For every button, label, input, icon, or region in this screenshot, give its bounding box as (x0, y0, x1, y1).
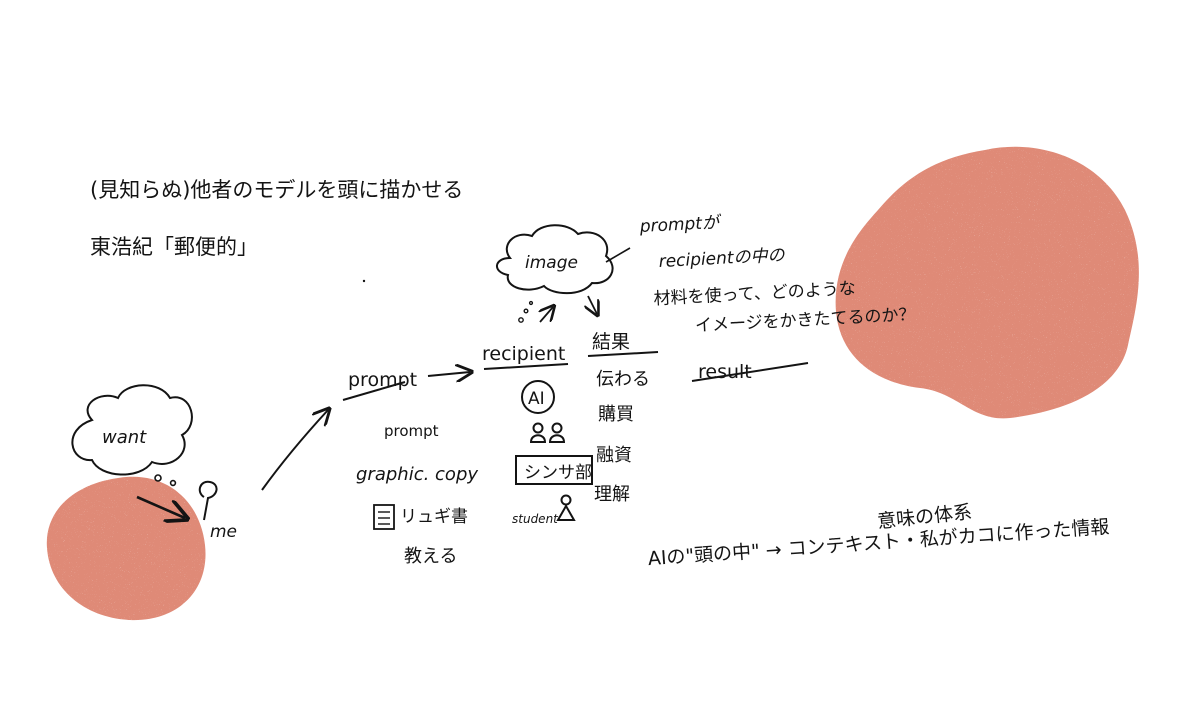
me-label: me (210, 522, 237, 542)
pen-dot (362, 279, 366, 283)
thought-dot (154, 474, 162, 482)
want-thought-bubble: want (71, 384, 193, 487)
large-blob (835, 146, 1139, 419)
thought-dot (169, 479, 177, 487)
document-icon (373, 504, 395, 530)
thought-dot (523, 308, 529, 314)
note-top-left-line2: 東浩紀「郵便的」 (90, 235, 258, 259)
image-bubble-tail (605, 247, 631, 263)
right-note-line1: promptが (638, 213, 722, 237)
result-example: 融資 (596, 445, 632, 466)
arrow-recipient-to-image (540, 307, 553, 323)
small-blob (46, 476, 206, 621)
result-example: 伝わる (596, 369, 650, 390)
image-label: image (525, 253, 578, 273)
prompt-example: リュギ書 (400, 507, 468, 527)
arrow-prompt-to-recipient (427, 372, 470, 376)
thought-dot (518, 317, 524, 323)
arrow-me-to-prompt (261, 410, 328, 491)
recipient-example-student: student (512, 512, 559, 526)
arrow-image-to-kekka (588, 295, 597, 314)
recipient-label: recipient (482, 343, 565, 365)
prompt-example: 教える (404, 546, 457, 567)
prompt-label: prompt (348, 369, 417, 391)
arrow-want-to-me (136, 495, 185, 518)
right-note-line2: recipientの中の (658, 245, 786, 272)
result-underline (691, 362, 809, 382)
recipient-underline (483, 363, 569, 370)
image-thought-bubble: image (496, 224, 631, 323)
recipient-example-shinsa: シンサ部 (524, 463, 592, 483)
right-note-line3: 材料を使って、どのような (653, 278, 856, 310)
prompt-example: graphic. copy (356, 464, 478, 485)
thought-dot (528, 300, 534, 306)
me-figure: me (198, 480, 237, 542)
result-example: 購買 (598, 404, 634, 425)
recipient-example-ai: AI (528, 389, 545, 409)
result-example: 理解 (594, 484, 630, 505)
prompt-example: prompt (384, 422, 439, 440)
ai-circle-icon (521, 380, 555, 414)
recipient-box (515, 455, 593, 485)
people-icon (529, 422, 566, 443)
kekka-underline (587, 351, 659, 357)
prompt-underline (342, 381, 406, 401)
want-label: want (102, 427, 147, 448)
student-icon (556, 494, 576, 521)
note-top-left-line1: (見知らぬ)他者のモデルを頭に描かせる (90, 178, 463, 202)
kekka-label: 結果 (592, 331, 630, 353)
